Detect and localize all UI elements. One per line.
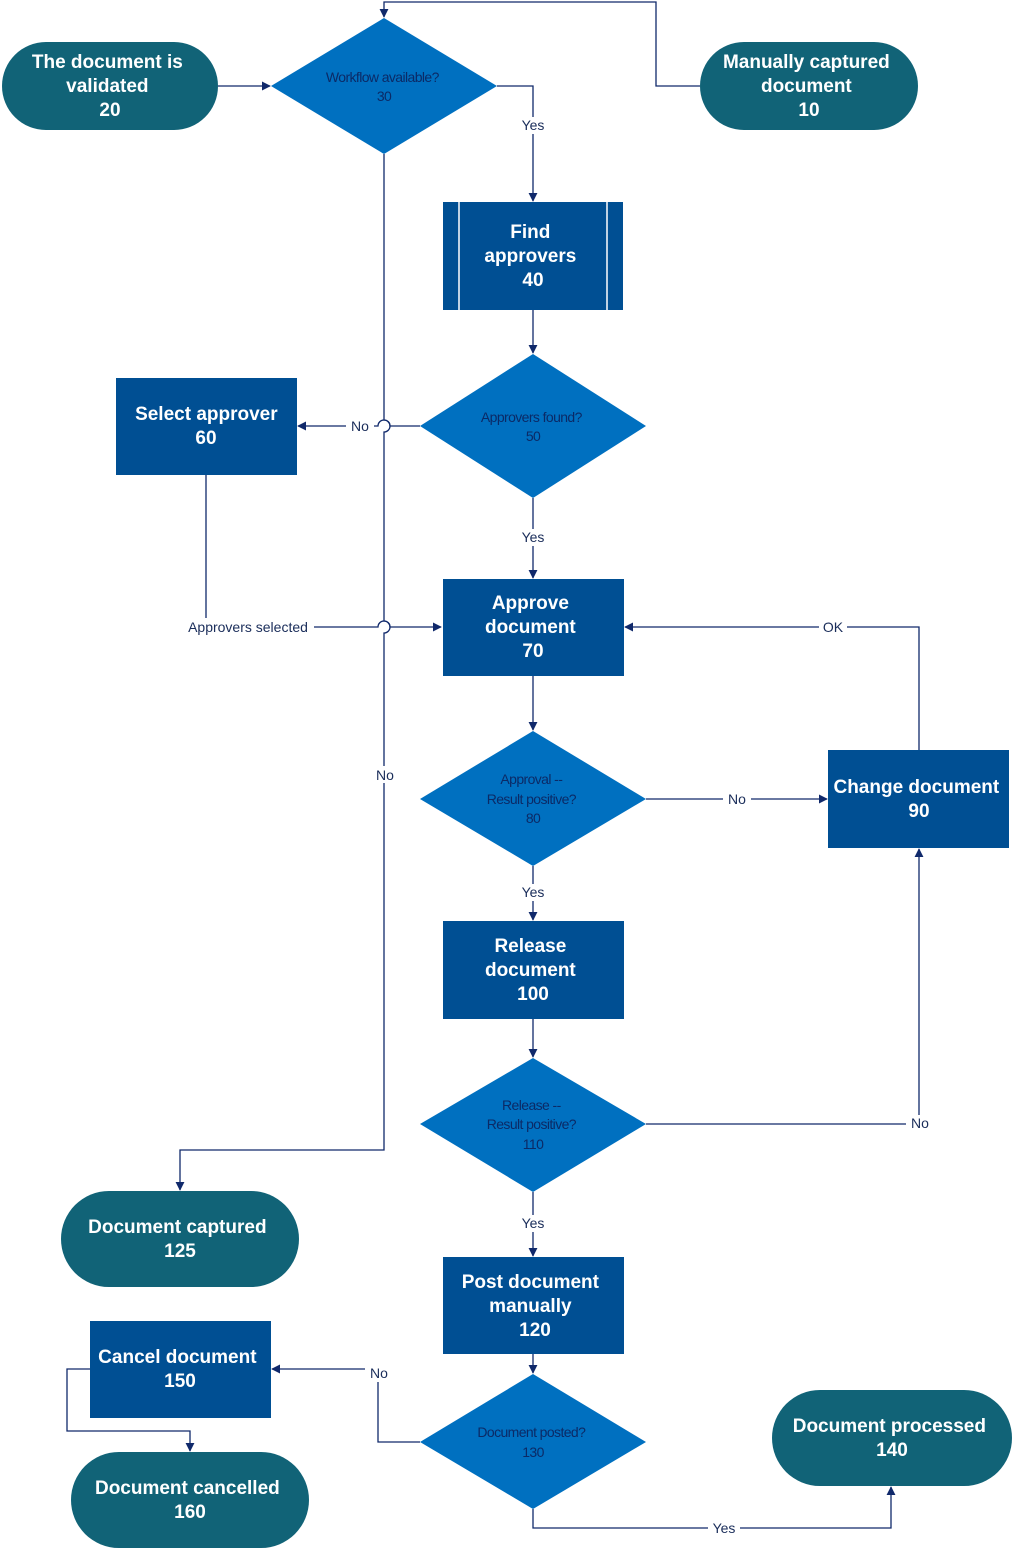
- svg-text:Approvers found? 50: Approvers found? 50: [481, 409, 585, 444]
- node-150-cancel-document: Cancel document 150: [90, 1321, 271, 1418]
- edge-10-to-30: [379, 1, 700, 87]
- node-20-document-validated: The document is validated 20: [2, 42, 218, 130]
- edge-label-yes-110: Yes: [522, 1215, 545, 1231]
- svg-text:Workflow available? 30: Workflow available? 30: [326, 69, 442, 104]
- svg-text:Document processed 140: Document processed 140: [793, 1416, 992, 1461]
- svg-text:Approve document 7: Approve document 70: [485, 593, 581, 662]
- node-110-release-result-decision: Release -- Result positive? 110: [420, 1058, 646, 1192]
- svg-text:The document is validate: The document is validated 20: [32, 52, 188, 121]
- edge-label-yes-130: Yes: [713, 1520, 736, 1536]
- edge-label-yes-80: Yes: [522, 884, 545, 900]
- node-50-approvers-found-decision: Approvers found? 50: [420, 354, 646, 498]
- edge-label-no-110: No: [911, 1115, 929, 1131]
- node-60-select-approver: Select approver 60: [116, 378, 297, 475]
- edge-90-to-70: [624, 622, 920, 750]
- edge-label-yes-30: Yes: [522, 117, 545, 133]
- svg-text:Cancel document 150: Cancel document 150: [98, 1347, 262, 1392]
- node-70-approve-document: Approve document 70: [443, 579, 624, 676]
- svg-text:Release document 1: Release document 100: [485, 936, 581, 1005]
- svg-text:Approval -- Result posit: Approval -- Result positive? 80: [487, 771, 580, 826]
- svg-text:Select approver 60: Select approver 60: [135, 404, 283, 449]
- edge-label-no-130: No: [370, 1365, 388, 1381]
- node-40-find-approvers-subprocess: Find approvers 40: [443, 202, 623, 310]
- node-80-approval-result-decision: Approval -- Result positive? 80: [420, 731, 646, 866]
- edge-130-to-150: [271, 1364, 420, 1443]
- svg-text:Change document 90: Change document 90: [833, 777, 1004, 822]
- svg-text:Release -- Result positi: Release -- Result positive? 110: [487, 1097, 580, 1152]
- edge-30-to-40: [497, 85, 538, 202]
- node-100-release-document: Release document 100: [443, 921, 624, 1019]
- edge-label-no-80: No: [728, 791, 746, 807]
- svg-text:Manually captured docume: Manually captured document 10: [723, 52, 895, 121]
- node-140-document-processed: Document processed 140: [772, 1390, 1012, 1486]
- edge-label-no-50: No: [351, 418, 369, 434]
- svg-text:Document posted? 130: Document posted? 130: [477, 1424, 588, 1460]
- edge-label-yes-50: Yes: [522, 529, 545, 545]
- edge-50-to-60: [297, 419, 420, 431]
- svg-text:Post document manually: Post document manually 120: [462, 1272, 605, 1341]
- edge-60-to-70: [205, 475, 442, 632]
- node-30-workflow-available-decision: Workflow available? 30: [271, 18, 497, 154]
- node-125-document-captured: Document captured 125: [61, 1191, 299, 1287]
- svg-text:Document captured 125: Document captured 125: [88, 1217, 272, 1262]
- edge-110-to-90: [646, 848, 924, 1125]
- edge-labels: Yes No No Yes Approvers selected OK No Y…: [182, 117, 934, 1536]
- svg-text:Find approvers 40: Find approvers 40: [484, 222, 581, 291]
- node-130-document-posted-decision: Document posted? 130: [420, 1374, 646, 1509]
- edge-label-no-30: No: [376, 767, 394, 783]
- node-120-post-document-manually: Post document manually 120: [443, 1257, 624, 1354]
- node-160-document-cancelled: Document cancelled 160: [71, 1452, 309, 1548]
- edge-150-to-160: [66, 1368, 195, 1452]
- edge-label-ok-90: OK: [823, 619, 844, 635]
- edge-30-to-125: [175, 154, 391, 1191]
- node-90-change-document: Change document 90: [828, 750, 1009, 848]
- svg-text:Document cancelled 160: Document cancelled 160: [95, 1478, 285, 1523]
- edge-label-approvers-selected: Approvers selected: [188, 619, 308, 635]
- node-10-manually-captured-document: Manually captured document 10: [700, 42, 918, 130]
